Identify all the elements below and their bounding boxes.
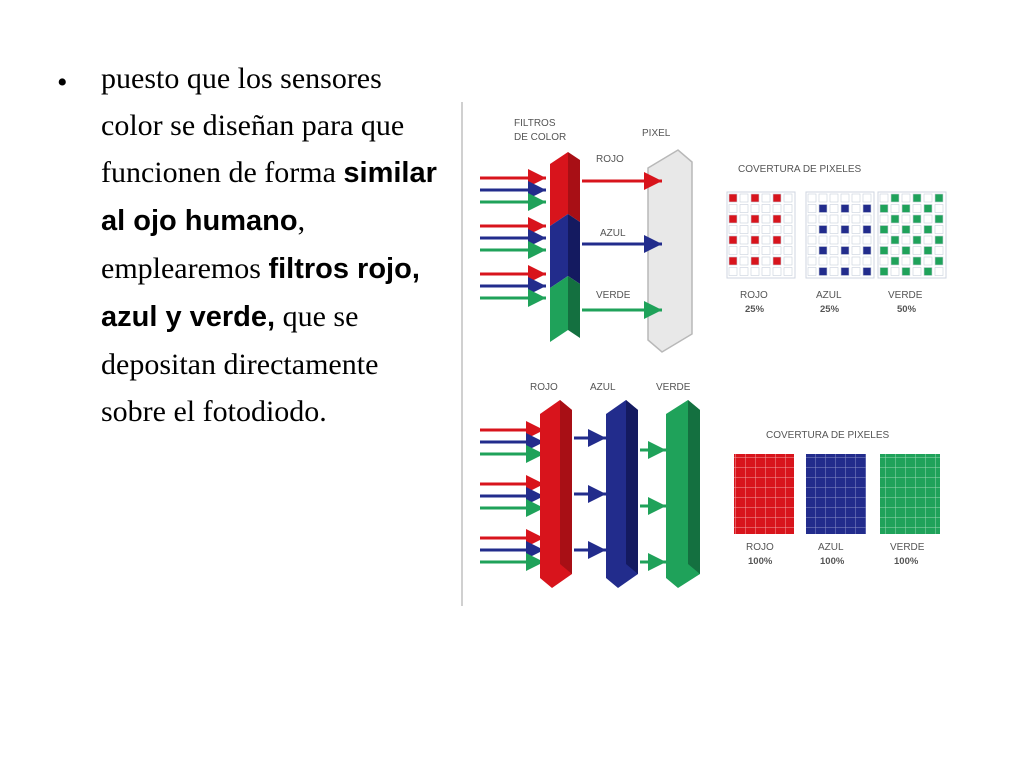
top-cov-blue-pct: 25% <box>820 304 840 315</box>
bullet-text: puesto que los sensores color se diseñan… <box>101 55 446 435</box>
top-cov-green-name: VERDE <box>888 290 923 301</box>
mosaic-red-25 <box>726 191 796 279</box>
filters-label-line1: FILTROS <box>514 118 556 129</box>
mosaic-blue-25 <box>805 191 875 279</box>
top-filter-stack <box>550 152 580 342</box>
bottom-azul-label: AZUL <box>590 382 616 393</box>
pixel-label: PIXEL <box>642 128 671 139</box>
top-incoming-arrows <box>480 169 546 307</box>
bottom-cov-red-pct: 100% <box>748 556 773 567</box>
bullet-marker: • <box>57 66 68 99</box>
bottom-verde-label: VERDE <box>656 382 691 393</box>
bottom-section: ROJO AZUL VERDE <box>480 382 940 588</box>
bottom-incoming-arrows <box>480 421 544 571</box>
top-cov-red-name: ROJO <box>740 290 768 301</box>
bullet-segment-1: puesto que los sensores color se diseñan… <box>101 62 405 189</box>
bullet-segment-5: que se depositan directamente sobre el f… <box>101 300 379 428</box>
bottom-cov-blue-pct: 100% <box>820 556 845 567</box>
top-outgoing-arrows <box>582 172 662 319</box>
top-coverage-title: COVERTURA DE PIXELES <box>738 164 862 175</box>
bottom-green-layer <box>666 400 700 588</box>
top-cov-blue-name: AZUL <box>816 290 842 301</box>
diagram-svg: FILTROS DE COLOR PIXEL <box>461 102 947 606</box>
bottom-through-arrows <box>574 429 666 571</box>
bottom-coverage-title: COVERTURA DE PIXELES <box>766 430 890 441</box>
filters-label-line2: DE COLOR <box>514 132 566 143</box>
top-verde-label: VERDE <box>596 290 631 301</box>
full-red-mosaic <box>734 454 794 534</box>
bottom-cov-red-name: ROJO <box>746 542 774 553</box>
full-blue-mosaic <box>806 454 866 534</box>
bullet-segment-2-bold: similar al ojo humano <box>101 157 437 237</box>
top-cov-green-pct: 50% <box>897 304 917 315</box>
color-filter-diagram: FILTROS DE COLOR PIXEL <box>456 98 960 608</box>
bottom-red-layer <box>540 400 572 588</box>
bottom-rojo-label: ROJO <box>530 382 558 393</box>
top-section: FILTROS DE COLOR PIXEL <box>480 118 947 353</box>
top-azul-label: AZUL <box>600 228 626 239</box>
top-rojo-label: ROJO <box>596 154 624 165</box>
bullet-segment-4-bold: filtros rojo, azul y verde, <box>101 253 420 333</box>
bottom-cov-green-name: VERDE <box>890 542 925 553</box>
bottom-cov-green-pct: 100% <box>894 556 919 567</box>
full-green-mosaic <box>880 454 940 534</box>
mosaic-green-50 <box>877 191 947 279</box>
bottom-blue-layer <box>606 400 638 588</box>
bullet-segment-3: , emplearemos <box>101 204 306 285</box>
top-cov-red-pct: 25% <box>745 304 765 315</box>
bottom-cov-blue-name: AZUL <box>818 542 844 553</box>
